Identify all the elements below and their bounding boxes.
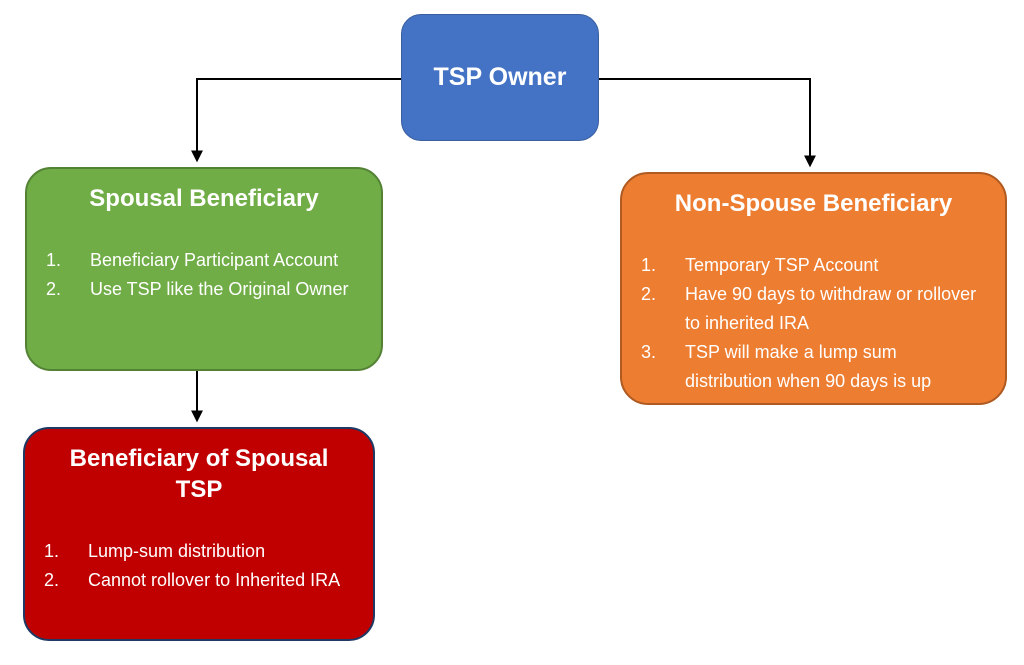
node-non-spouse-beneficiary: Non-Spouse Beneficiary Temporary TSP Acc… <box>620 172 1007 405</box>
list-item: TSP will make a lump sum distribution wh… <box>641 338 932 391</box>
node-beneficiary-of-spousal-tsp: Beneficiary of Spousal TSP Lump-sum dist… <box>23 427 375 641</box>
list-item: Cannot rollover to Inherited IRA <box>44 566 341 595</box>
node-beneficiary-of-spousal-tsp-title: Beneficiary of Spousal TSP <box>69 445 329 503</box>
node-spousal-beneficiary: Spousal Beneficiary Beneficiary Particip… <box>25 167 383 371</box>
list-item: Temporary TSP Account <box>641 251 879 280</box>
node-tsp-owner-title: TSP Owner <box>433 63 567 91</box>
beneficiary-of-spousal-tsp-list: Lump-sum distribution Cannot rollover to… <box>25 537 373 595</box>
node-non-spouse-beneficiary-title: Non-Spouse Beneficiary <box>674 190 953 217</box>
list-item: Use TSP like the Original Owner <box>46 275 349 304</box>
connector-owner-to-nonspouse <box>599 78 816 168</box>
spousal-beneficiary-list: Beneficiary Participant Account Use TSP … <box>27 246 381 304</box>
node-spousal-beneficiary-title: Spousal Beneficiary <box>89 185 319 212</box>
list-item: Have 90 days to withdraw or rollover to … <box>641 280 977 333</box>
list-item: Beneficiary Participant Account <box>46 246 339 275</box>
non-spouse-beneficiary-list: Temporary TSP Account Have 90 days to wi… <box>622 251 1005 396</box>
node-tsp-owner: TSP Owner <box>401 14 599 141</box>
connector-owner-to-spousal <box>191 78 401 163</box>
list-item: Lump-sum distribution <box>44 537 266 566</box>
